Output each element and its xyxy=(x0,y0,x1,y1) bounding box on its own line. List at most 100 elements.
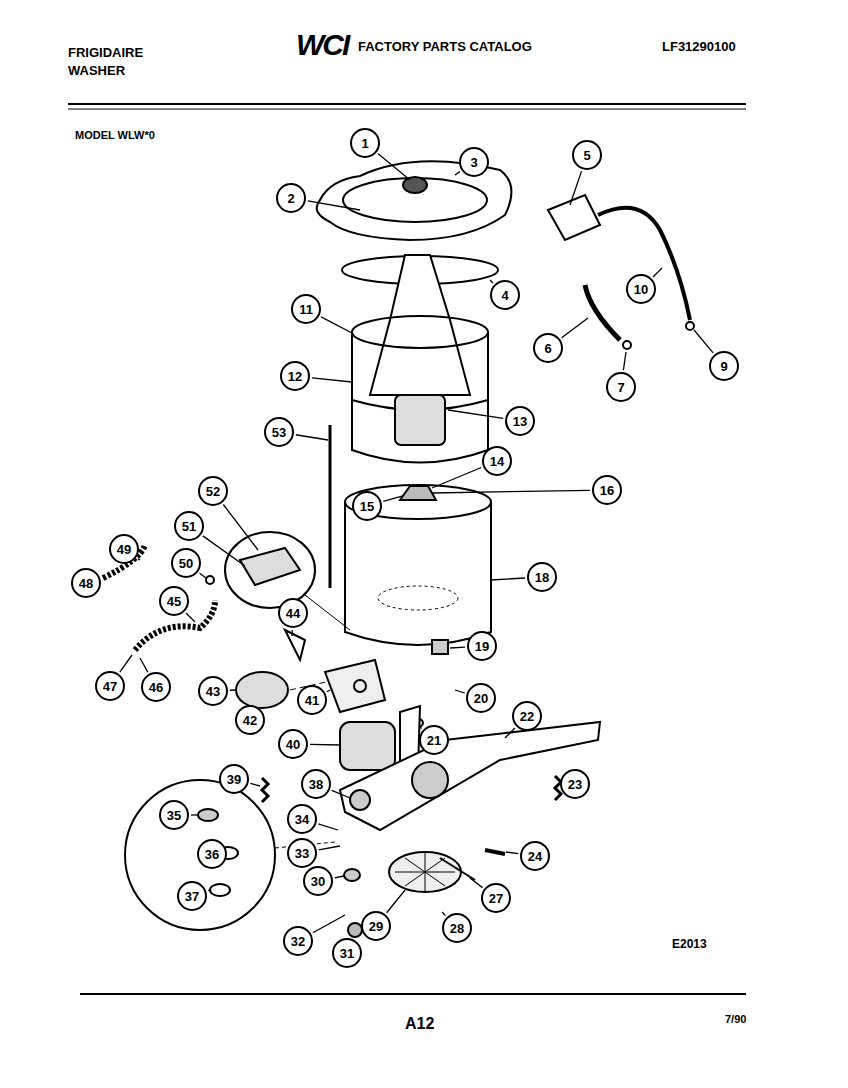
leader-line xyxy=(432,468,481,488)
callout-number: 21 xyxy=(427,734,441,747)
callout-number: 14 xyxy=(490,455,504,468)
page-label: MODEL WLW*0 xyxy=(75,130,155,141)
leader-line xyxy=(450,646,465,648)
leader-line xyxy=(448,410,503,418)
page-label: A12 xyxy=(405,1016,434,1032)
leader-line xyxy=(432,490,590,493)
callout-circle: 5 xyxy=(572,140,602,170)
leader-line xyxy=(208,889,210,891)
callout-circle: 10 xyxy=(626,274,656,304)
leader-line xyxy=(335,876,344,878)
callout-number: 33 xyxy=(295,847,309,860)
callout-circle: 14 xyxy=(482,446,512,476)
callout-circle: 51 xyxy=(174,511,204,541)
leader-line xyxy=(570,171,582,205)
brand-logo: WCI xyxy=(296,30,348,60)
callout-number: 1 xyxy=(361,137,368,150)
callout-number: 2 xyxy=(287,192,294,205)
leader-line xyxy=(296,435,328,440)
callout-circle: 38 xyxy=(301,769,331,799)
leader-line xyxy=(653,268,662,277)
callout-circle: 42 xyxy=(235,705,265,735)
leader-line xyxy=(442,912,445,916)
callout-circle: 41 xyxy=(297,685,327,715)
callout-circle: 28 xyxy=(442,913,472,943)
callout-number: 6 xyxy=(544,342,551,355)
callout-number: 36 xyxy=(205,848,219,861)
leader-line xyxy=(455,690,465,693)
callout-circle: 9 xyxy=(709,351,739,381)
page-label: WASHER xyxy=(68,64,125,77)
callout-number: 16 xyxy=(600,484,614,497)
callout-number: 13 xyxy=(513,415,527,428)
callout-circle: 23 xyxy=(560,769,590,799)
leader-line xyxy=(455,172,460,175)
leader-line xyxy=(312,378,352,382)
callout-number: 27 xyxy=(489,892,503,905)
callout-number: 20 xyxy=(474,692,488,705)
callout-circle: 6 xyxy=(533,333,563,363)
callout-circle: 50 xyxy=(171,548,201,578)
leader-line xyxy=(327,690,330,692)
callout-number: 22 xyxy=(520,710,534,723)
callout-number: 9 xyxy=(720,360,727,373)
callout-number: 48 xyxy=(79,577,93,590)
callout-number: 39 xyxy=(227,773,241,786)
callout-number: 37 xyxy=(185,890,199,903)
callout-number: 7 xyxy=(617,381,624,394)
callout-circle: 24 xyxy=(520,841,550,871)
callout-circle: 48 xyxy=(71,568,101,598)
leader-line xyxy=(332,790,350,798)
leader-line xyxy=(200,573,206,578)
callout-circle: 22 xyxy=(512,701,542,731)
leader-line xyxy=(470,878,483,888)
callout-number: 47 xyxy=(103,680,117,693)
leader-line xyxy=(420,727,422,728)
callout-number: 10 xyxy=(634,283,648,296)
callout-number: 11 xyxy=(299,303,313,316)
callout-circle: 36 xyxy=(197,839,227,869)
callout-circle: 16 xyxy=(592,475,622,505)
callout-circle: 44 xyxy=(278,598,308,628)
callout-number: 45 xyxy=(167,595,181,608)
leader-line xyxy=(623,352,626,370)
callout-number: 42 xyxy=(243,714,257,727)
page-label: FRIGIDAIRE xyxy=(68,46,143,59)
callout-number: 30 xyxy=(311,875,325,888)
leader-line xyxy=(387,890,405,913)
callout-circle: 30 xyxy=(303,866,333,896)
leader-line xyxy=(120,655,132,672)
leader-line xyxy=(191,814,198,815)
leader-line xyxy=(318,824,338,830)
callout-number: 24 xyxy=(528,850,542,863)
leader-line xyxy=(506,852,518,854)
callout-number: 4 xyxy=(501,289,508,302)
leader-line xyxy=(186,613,195,622)
leader-line xyxy=(491,578,525,580)
callout-number: 52 xyxy=(206,485,220,498)
callout-number: 51 xyxy=(182,520,196,533)
callout-circle: 11 xyxy=(291,294,321,324)
page-label: E2013 xyxy=(672,938,707,950)
leader-line xyxy=(310,744,340,746)
callout-circle: 4 xyxy=(490,280,520,310)
callout-circle: 1 xyxy=(350,128,380,158)
leader-line xyxy=(383,496,402,501)
callout-number: 46 xyxy=(149,681,163,694)
callout-number: 34 xyxy=(295,813,309,826)
callout-number: 3 xyxy=(470,156,477,169)
callout-number: 50 xyxy=(179,557,193,570)
leader-line xyxy=(378,154,410,180)
leader-line xyxy=(319,846,340,850)
callout-circle: 46 xyxy=(141,672,171,702)
callout-number: 53 xyxy=(272,426,286,439)
leader-line xyxy=(291,630,293,636)
callout-number: 31 xyxy=(340,947,354,960)
callout-number: 18 xyxy=(535,571,549,584)
callout-number: 44 xyxy=(286,607,300,620)
leader-line xyxy=(694,330,713,353)
leader-line xyxy=(223,505,258,550)
leader-line xyxy=(250,783,260,786)
callout-circle: 3 xyxy=(459,147,489,177)
leader-line xyxy=(562,318,588,338)
